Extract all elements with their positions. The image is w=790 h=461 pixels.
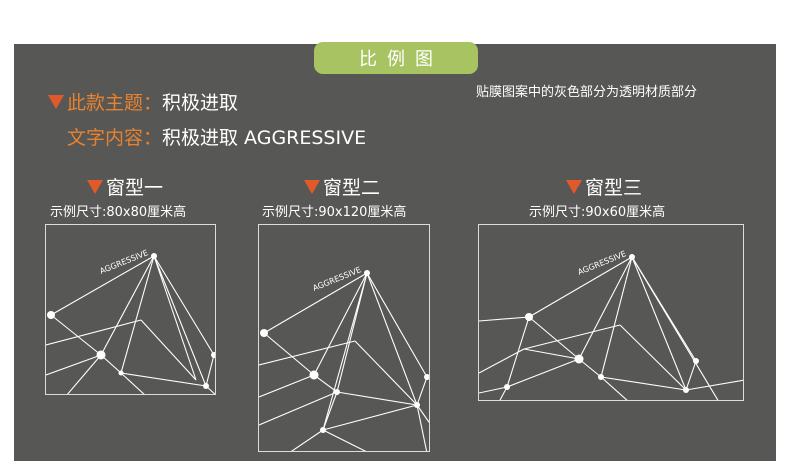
window-3-title-text: 窗型三 <box>585 177 643 199</box>
window-1-title: 窗型一 <box>87 173 163 200</box>
page-title: 比例图 <box>314 42 478 74</box>
window-1-pattern-text: AGGRESSIVE <box>98 248 149 276</box>
text-content-row: 文字内容： 积极进取 AGGRESSIVE <box>67 123 366 150</box>
theme-label: 此款主题： <box>67 92 163 114</box>
triangle-marker-icon <box>566 179 582 194</box>
window-1-preview: AGGRESSIVE <box>45 224 216 395</box>
triangle-marker-icon <box>87 179 103 194</box>
transparency-note: 贴膜图案中的灰色部分为透明材质部分 <box>476 85 698 100</box>
window-1-title-text: 窗型一 <box>106 177 164 199</box>
triangle-marker-icon <box>48 94 64 109</box>
window-3-size: 示例尺寸:90x60厘米高 <box>529 205 666 220</box>
window-1-size: 示例尺寸:80x80厘米高 <box>50 205 187 220</box>
window-1-pattern: AGGRESSIVE <box>46 248 215 394</box>
window-3-pattern-text: AGGRESSIVE <box>576 249 627 277</box>
window-2-size: 示例尺寸:90x120厘米高 <box>262 205 407 220</box>
window-3-pattern: AGGRESSIVE <box>479 249 743 400</box>
window-2-pattern-text: AGGRESSIVE <box>311 265 362 293</box>
theme-value: 积极进取 <box>162 92 239 114</box>
window-2-pattern: AGGRESSIVE <box>259 265 429 451</box>
window-3-preview: AGGRESSIVE <box>478 224 744 401</box>
window-3-title: 窗型三 <box>566 173 642 200</box>
triangle-marker-icon <box>304 179 320 194</box>
theme-row: 此款主题： 积极进取 <box>48 88 238 115</box>
text-content-value: 积极进取 AGGRESSIVE <box>162 127 367 149</box>
window-2-title-text: 窗型二 <box>323 177 381 199</box>
window-2-title: 窗型二 <box>304 173 380 200</box>
window-2-preview: AGGRESSIVE <box>258 224 430 452</box>
text-content-label: 文字内容： <box>67 127 163 149</box>
